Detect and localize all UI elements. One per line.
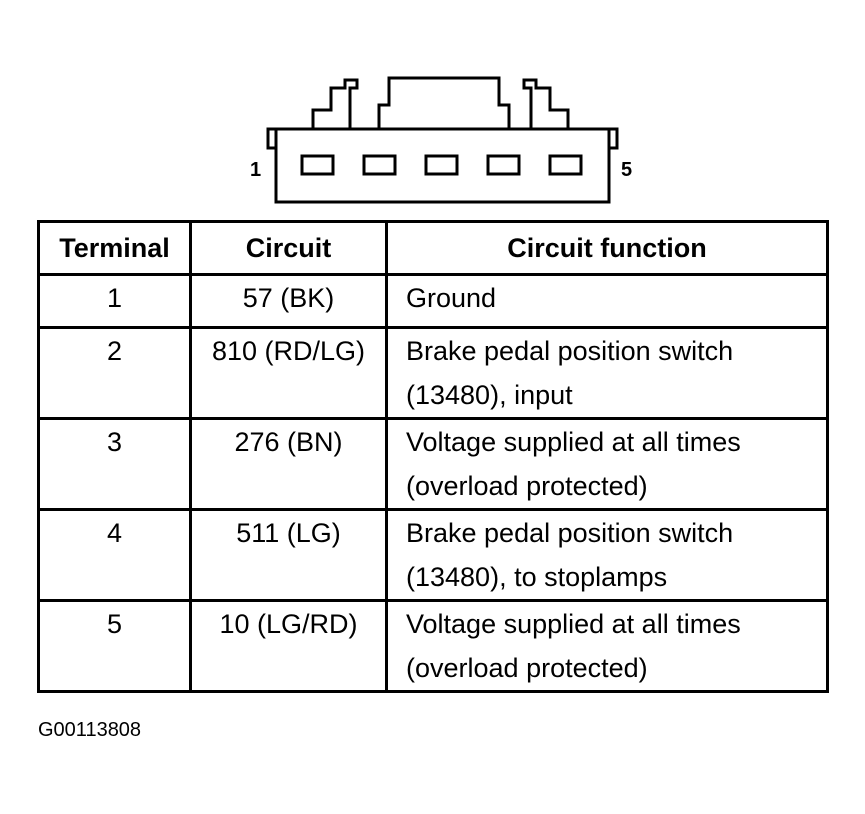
terminal-cell: 2 [37, 326, 192, 420]
header-terminal: Terminal [37, 220, 192, 276]
pinout-table: Terminal Circuit Circuit function 1 57 (… [37, 220, 829, 693]
pin-4 [486, 154, 521, 176]
table-header-row: Terminal Circuit Circuit function [37, 220, 829, 276]
connector-flange-left [266, 127, 276, 150]
terminal-cell: 5 [37, 599, 192, 693]
table-row: 3 276 (BN) Voltage supplied at all times… [37, 417, 829, 511]
connector-latch-right [522, 78, 570, 129]
pin-1 [300, 154, 335, 176]
circuit-cell: 276 (BN) [189, 417, 388, 511]
table-row: 4 511 (LG) Brake pedal position switch (… [37, 508, 829, 602]
table-row: 2 810 (RD/LG) Brake pedal position switc… [37, 326, 829, 420]
terminal-cell: 3 [37, 417, 192, 511]
connector-diagram [266, 76, 619, 204]
header-circuit: Circuit [189, 220, 388, 276]
circuit-cell: 511 (LG) [189, 508, 388, 602]
function-cell: Voltage supplied at all times (overload … [385, 417, 829, 511]
function-cell: Ground [385, 273, 829, 329]
pin-3 [424, 154, 459, 176]
pin-label-first: 1 [250, 159, 262, 181]
circuit-cell: 810 (RD/LG) [189, 326, 388, 420]
circuit-cell: 57 (BK) [189, 273, 388, 329]
pin-label-last: 5 [621, 159, 633, 181]
pin-2 [362, 154, 397, 176]
terminal-cell: 4 [37, 508, 192, 602]
header-circuit-function: Circuit function [385, 220, 829, 276]
connector-hood [377, 76, 511, 129]
terminal-cell: 1 [37, 273, 192, 329]
connector-latch-left [311, 78, 359, 129]
function-cell: Brake pedal position switch (13480), to … [385, 508, 829, 602]
connector-body [274, 127, 611, 204]
table-row: 5 10 (LG/RD) Voltage supplied at all tim… [37, 599, 829, 693]
function-cell: Brake pedal position switch (13480), inp… [385, 326, 829, 420]
pin-5 [548, 154, 583, 176]
table-row: 1 57 (BK) Ground [37, 273, 829, 329]
figure-id: G00113808 [38, 719, 142, 741]
function-cell: Voltage supplied at all times (overload … [385, 599, 829, 693]
circuit-cell: 10 (LG/RD) [189, 599, 388, 693]
connector-flange-right [609, 127, 619, 150]
